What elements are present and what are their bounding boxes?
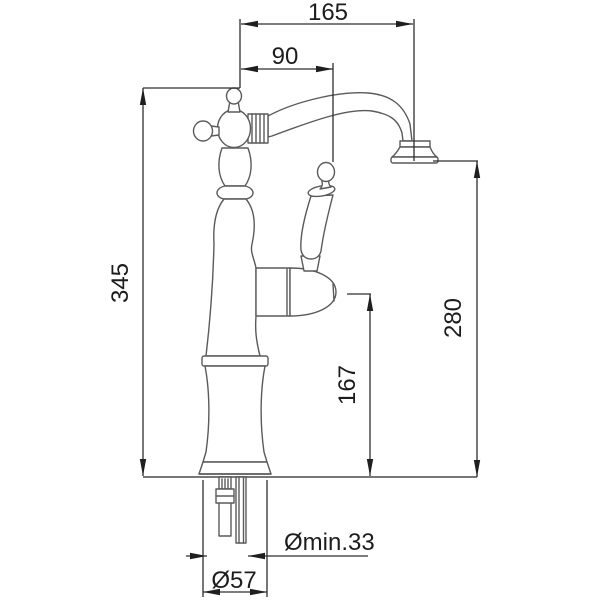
base-skirt bbox=[198, 461, 272, 475]
base-column bbox=[202, 365, 268, 463]
ribbed-connector bbox=[247, 113, 269, 144]
cartridge-housing bbox=[255, 267, 337, 317]
dimension-base-57 bbox=[202, 480, 268, 597]
handle-lever-body bbox=[300, 194, 334, 260]
handle-ball bbox=[316, 161, 336, 183]
side-knob bbox=[192, 120, 220, 142]
handle-collar bbox=[307, 184, 336, 198]
spout bbox=[267, 92, 413, 142]
handle-lever bbox=[300, 161, 336, 272]
column-ring bbox=[216, 185, 254, 200]
dimension-167 bbox=[366, 294, 374, 476]
faucet-body bbox=[205, 198, 261, 357]
label-total-reach: 165 bbox=[308, 0, 348, 26]
dimension-280 bbox=[473, 161, 481, 477]
label-inner-reach: 90 bbox=[272, 43, 299, 70]
extension-lines bbox=[143, 19, 478, 295]
label-outlet-height: 280 bbox=[440, 298, 467, 338]
label-base-diameter: Ø57 bbox=[211, 567, 256, 594]
column-upper-vase bbox=[218, 147, 252, 187]
top-finial bbox=[225, 87, 243, 113]
supply-pipe bbox=[235, 476, 247, 544]
label-total-height: 345 bbox=[107, 263, 134, 303]
label-hole-diameter: Ømin.33 bbox=[284, 529, 375, 556]
faucet-outline bbox=[143, 87, 477, 544]
valve-head-sphere bbox=[216, 108, 252, 149]
dimension-165 bbox=[241, 20, 413, 28]
dimension-labels: 165 90 345 280 167 Ømin.33 Ø57 bbox=[107, 0, 467, 594]
base-flange bbox=[201, 355, 269, 367]
dimension-90 bbox=[241, 65, 333, 73]
dimension-lines bbox=[139, 19, 481, 597]
threaded-shank bbox=[215, 476, 235, 537]
dimension-345 bbox=[139, 88, 147, 476]
label-body-height: 167 bbox=[334, 365, 361, 405]
